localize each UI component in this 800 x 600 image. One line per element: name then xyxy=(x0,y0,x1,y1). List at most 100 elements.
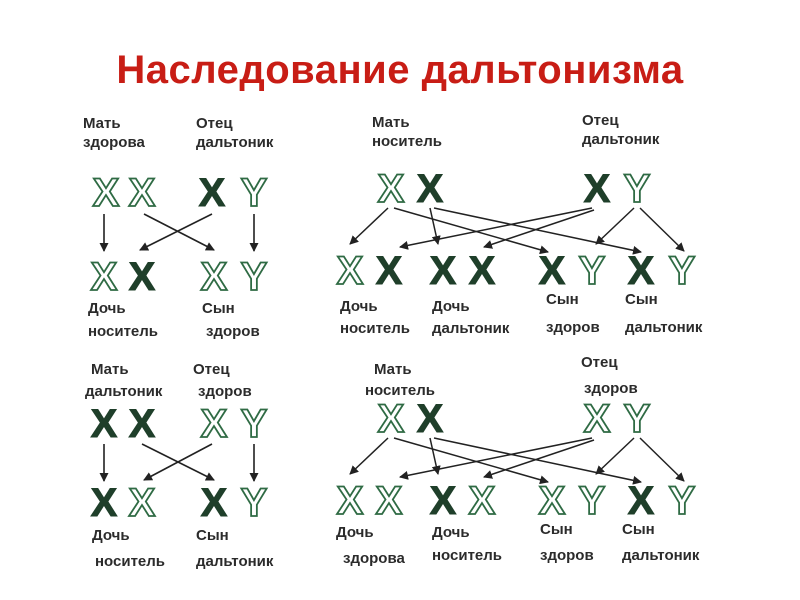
normal-x-chromosome: X xyxy=(201,402,228,446)
father-label-line1: Отец xyxy=(582,112,619,129)
mother-label-line2: носитель xyxy=(365,382,435,399)
father-label-line2: дальтоник xyxy=(196,134,274,151)
normal-x-chromosome: X xyxy=(378,397,405,441)
colorblind-x-chromosome: X xyxy=(376,249,403,293)
child-label-line1: Сын xyxy=(625,291,658,308)
colorblind-x-chromosome: X xyxy=(430,249,457,293)
normal-y-chromosome: Y xyxy=(669,249,696,293)
colorblind-x-chromosome: X xyxy=(417,397,444,441)
mother-label-line2: дальтоник xyxy=(85,383,163,400)
child-label-line2: здоров xyxy=(540,547,594,564)
child-label-line1: Сын xyxy=(196,527,229,544)
inheritance-arrow xyxy=(595,437,635,475)
father-label-line2: здоров xyxy=(198,383,252,400)
normal-x-chromosome: X xyxy=(93,171,120,215)
child-label-line1: Дочь xyxy=(432,524,470,541)
mother-label-line1: Мать xyxy=(374,361,412,378)
child-label-line2: носитель xyxy=(95,553,165,570)
normal-y-chromosome: Y xyxy=(579,479,606,523)
normal-x-chromosome: X xyxy=(337,479,364,523)
normal-y-chromosome: Y xyxy=(241,402,268,446)
colorblind-x-chromosome: X xyxy=(628,479,655,523)
colorblind-x-chromosome: X xyxy=(129,255,156,299)
father-label-line2: дальтоник xyxy=(582,131,660,148)
normal-y-chromosome: Y xyxy=(624,397,651,441)
normal-y-chromosome: Y xyxy=(579,249,606,293)
child-label-line2: дальтоник xyxy=(622,547,700,564)
normal-x-chromosome: X xyxy=(129,171,156,215)
page-title: Наследование дальтонизма xyxy=(116,48,684,92)
normal-y-chromosome: Y xyxy=(669,479,696,523)
normal-x-chromosome: X xyxy=(539,479,566,523)
child-label-line2: носитель xyxy=(432,547,502,564)
inheritance-arrow xyxy=(393,207,549,255)
mother-label-line2: носитель xyxy=(372,133,442,150)
colorblind-x-chromosome: X xyxy=(469,249,496,293)
colorblind-x-chromosome: X xyxy=(129,402,156,446)
inheritance-arrow xyxy=(483,209,595,249)
child-label-line2: дальтоник xyxy=(625,319,703,336)
cross-4: Мать носитель Отец здоров X X X Y X X X … xyxy=(336,354,700,567)
child-label-line2: дальтоник xyxy=(432,320,510,337)
normal-x-chromosome: X xyxy=(129,481,156,525)
colorblind-x-chromosome: X xyxy=(584,167,611,211)
cross-2: Мать носитель Отец дальтоник X X X Y X X… xyxy=(336,112,703,337)
inheritance-arrow xyxy=(349,207,389,245)
normal-y-chromosome: Y xyxy=(241,481,268,525)
child-label-line1: Дочь xyxy=(88,300,126,317)
cross-1: Мать здорова Отец дальтоник X X X Y X X … xyxy=(83,115,274,340)
child-label-line2: здоров xyxy=(206,323,260,340)
normal-y-chromosome: Y xyxy=(241,255,268,299)
colorblind-x-chromosome: X xyxy=(539,249,566,293)
child-label-line2: носитель xyxy=(340,320,410,337)
inheritance-arrow xyxy=(139,213,213,251)
mother-label-line1: Мать xyxy=(91,361,129,378)
child-label-line2: дальтоник xyxy=(196,553,274,570)
normal-x-chromosome: X xyxy=(376,479,403,523)
inheritance-arrow xyxy=(639,437,685,482)
inheritance-arrow xyxy=(483,439,595,479)
child-label-line1: Дочь xyxy=(432,298,470,315)
inheritance-arrow xyxy=(393,437,549,485)
colorblind-x-chromosome: X xyxy=(430,479,457,523)
inheritance-arrow xyxy=(595,207,635,245)
mother-label-line1: Мать xyxy=(83,115,121,132)
inheritance-arrow xyxy=(349,437,389,475)
normal-x-chromosome: X xyxy=(337,249,364,293)
normal-y-chromosome: Y xyxy=(624,167,651,211)
child-label-line1: Сын xyxy=(540,521,573,538)
normal-y-chromosome: Y xyxy=(241,171,268,215)
inheritance-arrow xyxy=(143,213,215,251)
inheritance-arrow xyxy=(639,207,685,252)
child-label-line1: Сын xyxy=(202,300,235,317)
normal-x-chromosome: X xyxy=(201,255,228,299)
normal-x-chromosome: X xyxy=(469,479,496,523)
inheritance-arrow xyxy=(433,437,642,485)
father-label-line2: здоров xyxy=(584,380,638,397)
child-label-line1: Дочь xyxy=(340,298,378,315)
child-label-line2: носитель xyxy=(88,323,158,340)
father-label-line1: Отец xyxy=(193,361,230,378)
colorblind-x-chromosome: X xyxy=(199,171,226,215)
colorblind-x-chromosome: X xyxy=(91,402,118,446)
colorblind-x-chromosome: X xyxy=(91,481,118,525)
child-label-line2: здоров xyxy=(546,319,600,336)
inheritance-arrow xyxy=(433,207,642,255)
child-label-line1: Дочь xyxy=(336,524,374,541)
mother-label-line1: Мать xyxy=(372,114,410,131)
inheritance-arrow xyxy=(399,437,593,480)
colorblind-x-chromosome: X xyxy=(417,167,444,211)
normal-x-chromosome: X xyxy=(584,397,611,441)
inheritance-arrow xyxy=(429,437,441,475)
father-label-line1: Отец xyxy=(196,115,233,132)
child-label-line1: Сын xyxy=(622,521,655,538)
mother-label-line2: здорова xyxy=(83,134,145,151)
colorblind-x-chromosome: X xyxy=(628,249,655,293)
normal-x-chromosome: X xyxy=(91,255,118,299)
colorblind-x-chromosome: X xyxy=(201,481,228,525)
inheritance-arrow xyxy=(399,207,593,250)
inheritance-arrow xyxy=(143,443,213,481)
father-label-line1: Отец xyxy=(581,354,618,371)
